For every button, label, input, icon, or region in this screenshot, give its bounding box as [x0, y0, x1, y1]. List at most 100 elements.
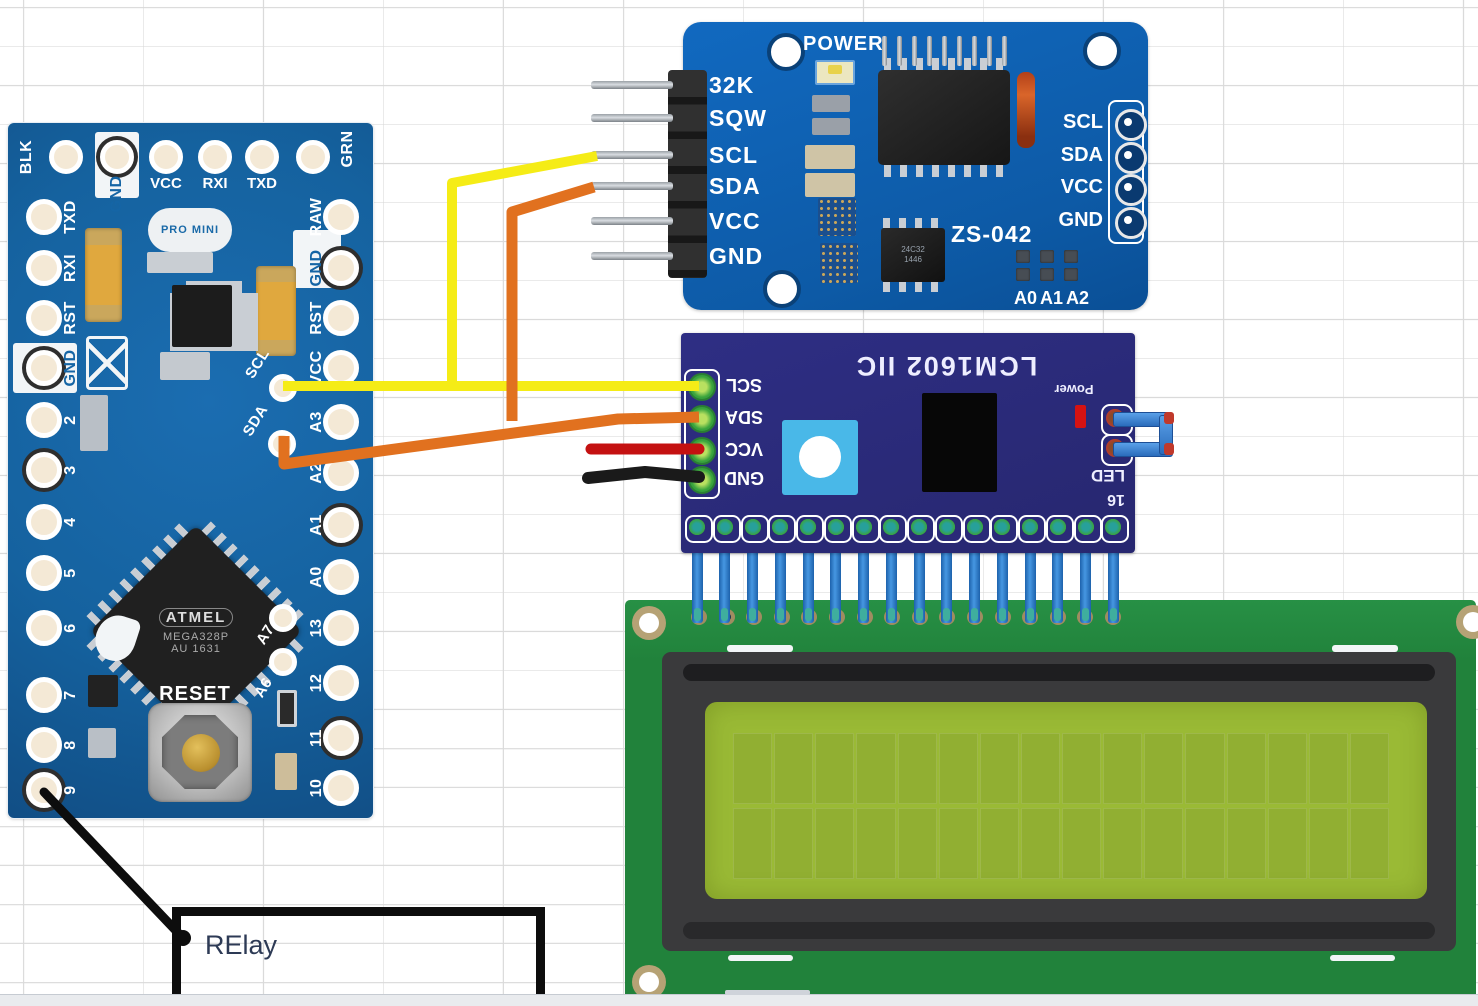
pad-left-7: [26, 677, 62, 713]
label-right-A2: A2: [308, 462, 325, 484]
pad-inner-A6: [269, 648, 297, 676]
char-cell: [1308, 808, 1348, 879]
char-cell: [979, 733, 1019, 804]
backpack-bottom-pad-14: [1045, 515, 1074, 543]
hole-center: [1124, 216, 1132, 224]
pad-right-RAW: [323, 199, 359, 235]
backpack-bottom-pad-1: [685, 515, 713, 543]
backpack-bottom-pad-12: [990, 515, 1019, 543]
pad-left-4: [26, 504, 62, 540]
backpack-bottom-pad-11: [962, 515, 991, 543]
backpack-bottom-pad-2: [712, 515, 741, 543]
mounting-hole: [763, 270, 801, 308]
lcd-mounting-hole: [632, 606, 666, 640]
backpack-label-GND: GND: [724, 468, 764, 488]
reset-button-plunger: [182, 734, 220, 772]
address-jumper-pad: [1040, 268, 1054, 281]
rtc-top-pin: [897, 36, 902, 66]
label-right-GND: GND: [308, 249, 325, 287]
rtc-right-label-GND: GND: [1058, 209, 1103, 231]
reset-button: [148, 703, 252, 802]
rtc-top-pin: [1002, 36, 1007, 66]
scrollbar-tab: [725, 990, 810, 995]
char-cell: [897, 733, 937, 804]
pad-top-BLK: [49, 140, 83, 174]
label-right-11: 11: [308, 729, 325, 747]
backpack-label-SCL: SCL: [726, 375, 762, 395]
eeprom-marking-1: 24C32: [901, 245, 925, 254]
pad-left-TXD: [26, 199, 62, 235]
rtc-right-hole-SCL: [1115, 109, 1147, 141]
rtc-top-pin: [942, 36, 947, 66]
arduino-pro-mini-board: PRO MINI ATMEL MEGA328P AU 1631 RESET TX…: [8, 123, 373, 818]
label-left-8: 8: [62, 740, 79, 750]
label-right-13: 13: [308, 618, 325, 638]
pad-top-RXI: [198, 140, 232, 174]
potentiometer-dial: [799, 436, 841, 478]
address-jumper-pad: [1064, 250, 1078, 263]
label-left-4: 4: [62, 517, 79, 527]
pad-right-A3: [323, 404, 359, 440]
header-pin-7: [858, 533, 869, 623]
header-pin-12: [996, 533, 1008, 623]
label-right-VCC: VCC: [308, 350, 325, 386]
header-pin-2: [719, 533, 731, 623]
pad-top-GRN: [296, 140, 330, 174]
label-right-A0: A0: [308, 566, 325, 588]
silk-dash: [1332, 645, 1398, 652]
pad-right-RST: [323, 300, 359, 336]
rtc-right-hole-GND: [1115, 207, 1147, 239]
backpack-pad-VCC: [688, 437, 716, 465]
rtc-pad-grid-2: [820, 243, 858, 283]
smd-3: [277, 690, 297, 727]
header-pin-4: [774, 533, 786, 623]
char-cell: [1103, 808, 1143, 879]
backpack-bottom-pad-13: [1018, 515, 1046, 543]
address-jumper-pad: [1040, 250, 1054, 263]
rtc-pad-grid-1: [818, 198, 856, 236]
char-cell: [733, 733, 773, 804]
pad-left-5: [26, 555, 62, 591]
char-cell: [979, 808, 1019, 879]
char-cell: [856, 808, 896, 879]
chip-code: AU 1631: [171, 642, 221, 655]
rtc-power-label: POWER: [803, 33, 884, 55]
char-cell: [1103, 733, 1143, 804]
mounting-hole: [767, 33, 805, 71]
address-jumper-pad: [1016, 250, 1030, 263]
label-right-10: 10: [308, 778, 325, 798]
backpack-power-led: [1075, 405, 1086, 428]
smd-2: [88, 728, 116, 758]
char-cell: [1144, 808, 1184, 879]
header-pin-14: [1052, 533, 1064, 623]
voltage-regulator: [172, 285, 232, 347]
backpack-power-label: Power: [1054, 382, 1094, 397]
label-left-GND: GND: [62, 349, 79, 387]
label-corner-BLK: BLK: [18, 139, 35, 175]
jumper-end-dot: [1164, 443, 1174, 455]
pad-left-9: [26, 772, 62, 808]
character-grid: [733, 733, 1389, 879]
backpack-label-SDA: SDA: [725, 407, 764, 427]
rtc-right-pin-bracket: [1108, 100, 1144, 244]
rtc-cap-2: [805, 173, 855, 197]
pad-top-VCC: [149, 140, 183, 174]
lcd-screen: [705, 702, 1427, 899]
chip-part: MEGA328P: [162, 630, 230, 643]
char-cell: [733, 808, 773, 879]
rtc-right-label-SCL: SCL: [1063, 111, 1103, 133]
smd-resistor-top: [147, 252, 213, 273]
backpack-bottom-pad-3: [740, 515, 769, 543]
label-left-3: 3: [62, 465, 79, 475]
pad-inner-SCL: [269, 374, 297, 402]
rtc-label-SQW: SQW: [709, 105, 767, 131]
ds3231-pins-bottom: [884, 165, 1004, 177]
backpack-bottom-pad-8: [879, 515, 908, 543]
rtc-right-label-SDA: SDA: [1060, 144, 1103, 166]
backpack-bottom-pad-9: [907, 515, 935, 543]
header-pin-10: [941, 533, 953, 623]
rtc-right-label-VCC: VCC: [1060, 176, 1103, 198]
capacitor-left: [85, 228, 122, 322]
rtc-pin-GND: [591, 252, 673, 260]
